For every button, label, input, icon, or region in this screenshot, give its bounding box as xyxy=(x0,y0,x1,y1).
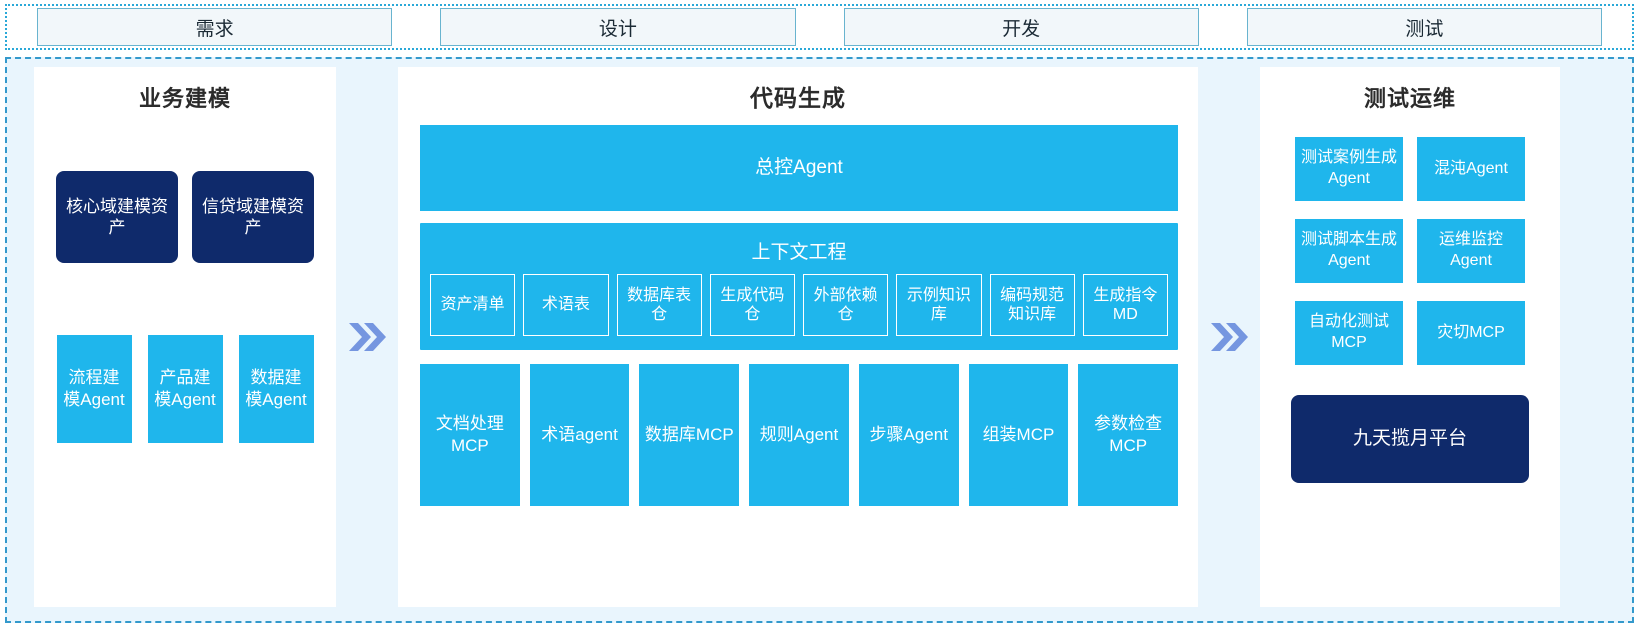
main-container: 业务建模 核心域建模资产 信贷域建模资产 流程建模Agent 产品建模Agent… xyxy=(5,57,1634,623)
tool-rule-agent[interactable]: 规则Agent xyxy=(749,364,849,506)
test-script-generation-agent[interactable]: 测试脚本生成Agent xyxy=(1295,219,1403,283)
phase-strip: 需求 设计 开发 测试 xyxy=(5,4,1634,50)
chaos-agent[interactable]: 混沌Agent xyxy=(1417,137,1525,201)
asset-core-domain[interactable]: 核心域建模资产 xyxy=(56,171,178,263)
phase-box-testing[interactable]: 测试 xyxy=(1246,8,1602,46)
code-generation-body: 总控Agent 上下文工程 资产清单 术语表 数据库表仓 生成代码仓 外部依赖仓… xyxy=(398,119,1198,514)
business-agent-group: 流程建模Agent 产品建模Agent 数据建模Agent xyxy=(56,335,314,443)
flow-arrow-left xyxy=(336,67,398,607)
agent-data-modeling[interactable]: 数据建模Agent xyxy=(238,335,314,443)
tool-parameter-check-mcp[interactable]: 参数检查MCP xyxy=(1078,364,1179,506)
panel-test-operations: 测试运维 测试案例生成Agent 混沌Agent 测试脚本生成Agent 运维监… xyxy=(1260,67,1560,607)
agent-process-modeling[interactable]: 流程建模Agent xyxy=(56,335,132,443)
panel-title-test-operations: 测试运维 xyxy=(1363,86,1456,111)
tool-step-agent[interactable]: 步骤Agent xyxy=(858,364,959,506)
context-engineering-title: 上下文工程 xyxy=(751,242,847,263)
ops-monitoring-agent[interactable]: 运维监控Agent xyxy=(1417,219,1525,283)
double-chevron-right-icon xyxy=(1209,320,1249,354)
phase-box-requirement[interactable]: 需求 xyxy=(37,8,393,46)
context-engineering-block: 上下文工程 资产清单 术语表 数据库表仓 生成代码仓 外部依赖仓 示例知识库 编… xyxy=(420,223,1178,350)
panel-business-modeling: 业务建模 核心域建模资产 信贷域建模资产 流程建模Agent 产品建模Agent… xyxy=(34,67,336,607)
test-case-generation-agent[interactable]: 测试案例生成Agent xyxy=(1295,137,1403,201)
disaster-switch-mcp[interactable]: 灾切MCP xyxy=(1417,301,1525,365)
context-item-row: 资产清单 术语表 数据库表仓 生成代码仓 外部依赖仓 示例知识库 编码规范知识库… xyxy=(430,274,1168,336)
tool-glossary-agent[interactable]: 术语agent xyxy=(529,364,630,506)
context-item-asset-list[interactable]: 资产清单 xyxy=(430,274,516,336)
context-item-example-knowledge-base[interactable]: 示例知识库 xyxy=(896,274,982,336)
phase-box-development[interactable]: 开发 xyxy=(843,8,1199,46)
flow-arrow-right xyxy=(1198,67,1260,607)
double-chevron-right-icon xyxy=(347,320,387,354)
tool-database-mcp[interactable]: 数据库MCP xyxy=(639,364,740,506)
context-item-generated-code-repo[interactable]: 生成代码仓 xyxy=(709,274,795,336)
context-item-coding-standard-knowledge-base[interactable]: 编码规范知识库 xyxy=(989,274,1075,336)
phase-box-design[interactable]: 设计 xyxy=(440,8,796,46)
panel-title-business-modeling: 业务建模 xyxy=(138,86,231,111)
asset-credit-domain[interactable]: 信贷域建模资产 xyxy=(192,171,314,263)
tool-document-processing-mcp[interactable]: 文档处理MCP xyxy=(420,364,520,506)
master-control-agent[interactable]: 总控Agent xyxy=(420,125,1178,211)
jiutian-lanyue-platform[interactable]: 九天揽月平台 xyxy=(1291,395,1529,483)
agent-product-modeling[interactable]: 产品建模Agent xyxy=(147,335,223,443)
context-item-generation-instruction-md[interactable]: 生成指令MD xyxy=(1082,274,1168,336)
context-item-external-dependency-repo[interactable]: 外部依赖仓 xyxy=(803,274,889,336)
context-item-db-table-repo[interactable]: 数据库表仓 xyxy=(616,274,702,336)
business-asset-group: 核心域建模资产 信贷域建模资产 xyxy=(56,171,314,263)
tool-assembly-mcp[interactable]: 组装MCP xyxy=(968,364,1069,506)
panel-code-generation: 代码生成 总控Agent 上下文工程 资产清单 术语表 数据库表仓 生成代码仓 … xyxy=(398,67,1198,607)
test-ops-grid: 测试案例生成Agent 混沌Agent 测试脚本生成Agent 运维监控Agen… xyxy=(1295,137,1525,365)
tool-row: 文档处理MCP 术语agent 数据库MCP 规则Agent 步骤Agent 组… xyxy=(420,364,1179,506)
panel-title-code-generation: 代码生成 xyxy=(750,85,846,111)
automated-test-mcp[interactable]: 自动化测试MCP xyxy=(1295,301,1403,365)
context-item-glossary[interactable]: 术语表 xyxy=(523,274,609,336)
